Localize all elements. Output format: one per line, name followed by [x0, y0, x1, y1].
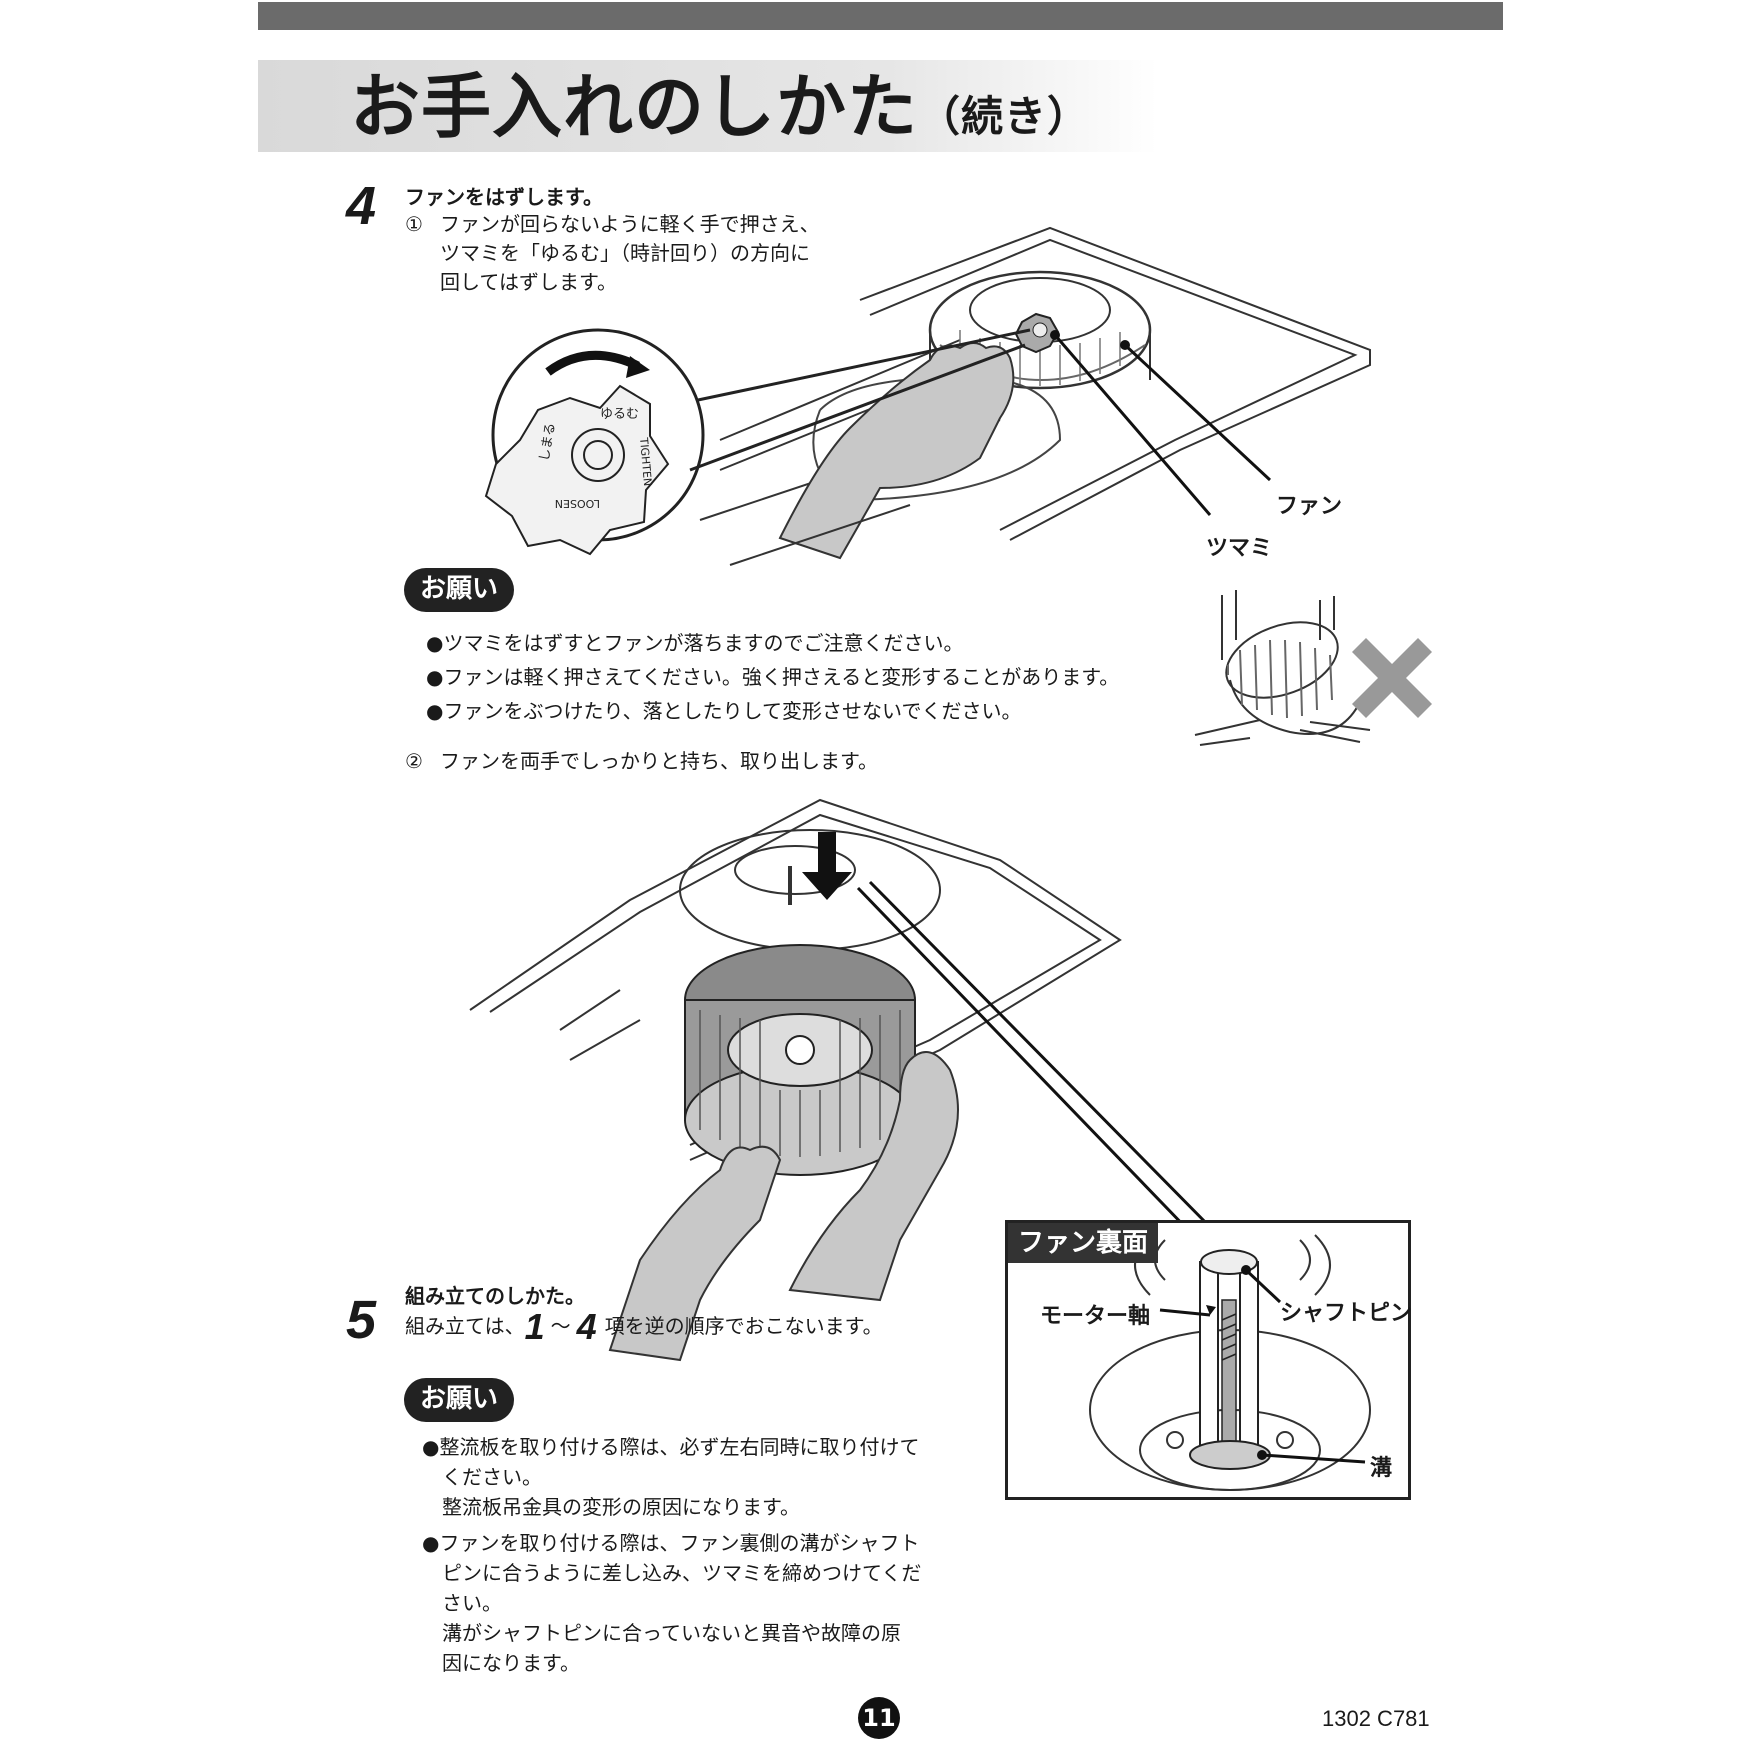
document-code: 1302 C781	[1322, 1706, 1430, 1731]
note-item: ●ファンを取り付ける際は、ファン裏側の溝がシャフト ピンに合うように差し込み、ツ…	[422, 1528, 921, 1678]
step-4-heading: ファンをはずします。	[405, 185, 603, 209]
note-item: ●ファンは軽く押さえてください。強く押さえると変形することがあります。	[426, 665, 1120, 689]
note-badge: お願い	[404, 1378, 515, 1422]
groove-label: 溝	[1370, 1456, 1393, 1481]
step-5-body-pre: 組み立ては、	[405, 1314, 525, 1338]
knob-loosen-label: ゆるむ	[600, 407, 639, 422]
page-number: 11	[858, 1697, 900, 1739]
step-4-substep-1-mark: ①	[405, 212, 423, 236]
step-4-substep-2-mark: ②	[405, 749, 423, 773]
note-line: ください。	[442, 1465, 542, 1489]
step-5-tilde: ～	[550, 1314, 571, 1338]
note-line: ピンに合うように差し込み、ツマミを締めつけてくだ	[442, 1561, 922, 1585]
header-bar	[258, 2, 1503, 30]
knob-tighten-en-label: TIGHTEN	[637, 436, 654, 487]
knob-label: ツマミ	[1206, 536, 1273, 561]
step-5-from: 1	[524, 1306, 545, 1347]
step-4-substep-2: ファンを両手でしっかりと持ち、取り出します。	[440, 749, 878, 773]
knob-tighten-label: しまる	[537, 422, 559, 463]
note-item: ●ツマミをはずすとファンが落ちますのでご注意ください。	[426, 631, 964, 655]
step-5-number: 5	[346, 1290, 377, 1350]
motor-shaft-label: モーター軸	[1040, 1304, 1151, 1329]
fan-label: ファン	[1276, 494, 1343, 519]
note-line: 溝がシャフトピンに合っていないと異音や故障の原	[442, 1621, 901, 1645]
inset-title: ファン裏面	[1008, 1223, 1159, 1263]
note-item: ●整流板を取り付ける際は、必ず左右同時に取り付けて ください。 整流板吊金具の変…	[422, 1432, 921, 1522]
page-title: お手入れのしかた（続き）	[350, 66, 1091, 148]
note-line: 整流板吊金具の変形の原因になります。	[442, 1495, 800, 1519]
step-4-number: 4	[346, 176, 377, 236]
step-5-body-post: 項を逆の順序でおこないます。	[604, 1314, 883, 1338]
step-5-notes: ●整流板を取り付ける際は、必ず左右同時に取り付けて ください。 整流板吊金具の変…	[422, 1432, 921, 1684]
note-line: さい。	[442, 1591, 502, 1615]
page-title-suffix: （続き）	[918, 92, 1091, 141]
step-5-heading: 組み立てのしかた。	[405, 1284, 585, 1308]
step-5-to: 4	[576, 1306, 597, 1347]
knob-loosen-en-label: LOOSEN	[555, 497, 600, 510]
step-4-substep-1-line: ツマミを「ゆるむ」（時計回り）の方向に	[440, 241, 810, 265]
step-4-substep-1-line: 回してはずします。	[440, 270, 617, 294]
note-line: ●整流板を取り付ける際は、必ず左右同時に取り付けて	[422, 1435, 920, 1459]
title-background	[258, 60, 1158, 152]
step-4-notes: ●ツマミをはずすとファンが落ちますのでご注意ください。 ●ファンは軽く押さえてく…	[426, 626, 1119, 728]
shaft-pin-label: シャフトピン	[1280, 1301, 1413, 1326]
note-item: ●ファンをぶつけたり、落としたりして変形させないでください。	[426, 699, 1022, 723]
note-line: ●ファンを取り付ける際は、ファン裏側の溝がシャフト	[422, 1531, 920, 1555]
note-line: 因になります。	[442, 1651, 580, 1675]
note-badge: お願い	[404, 568, 515, 612]
step-4-substep-1: ファンが回らないように軽く手で押さえ、 ツマミを「ゆるむ」（時計回り）の方向に …	[440, 210, 820, 297]
step-5-body: 組み立ては、1～4 項を逆の順序でおこないます。	[405, 1309, 883, 1345]
step-4-substep-1-line: ファンが回らないように軽く手で押さえ、	[440, 212, 820, 236]
